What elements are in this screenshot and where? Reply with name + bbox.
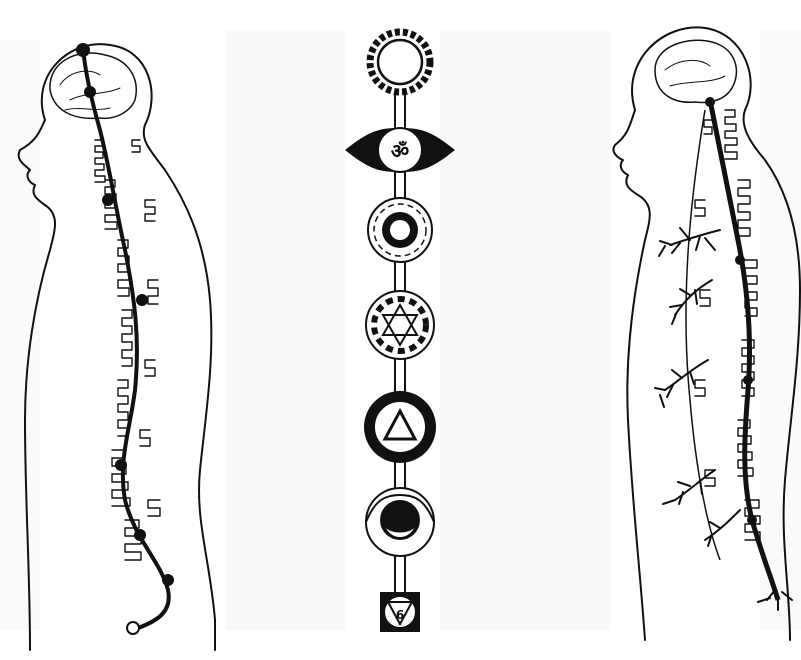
right-brain-outline [655,40,736,102]
root-chakra: 6 [380,592,420,632]
left-node [136,294,148,306]
right-node [735,255,745,265]
left-central-channel [83,48,169,628]
right-node [705,97,715,107]
svg-text:6: 6 [396,608,404,622]
left-node [76,43,90,57]
om-icon: ॐ [391,139,409,163]
lotus-circle-icon [390,220,410,240]
left-body-outline [19,44,215,650]
left-node [84,86,96,98]
left-figure [19,43,215,650]
left-node [115,459,127,471]
left-node [102,194,114,206]
third-eye-chakra: ॐ [345,128,455,172]
left-node [162,574,174,586]
sacral-chakra [366,488,434,556]
left-root-ring [127,622,139,634]
solar-plexus-chakra [364,391,436,463]
left-node [134,529,146,541]
crown-chakra [370,32,430,92]
throat-chakra [368,198,432,262]
right-vertebrae [725,110,760,540]
chakra-column: ॐ [345,32,455,632]
right-node [747,515,757,525]
left-vertebrae [95,140,141,560]
right-node [743,375,753,385]
heart-chakra [366,291,434,359]
